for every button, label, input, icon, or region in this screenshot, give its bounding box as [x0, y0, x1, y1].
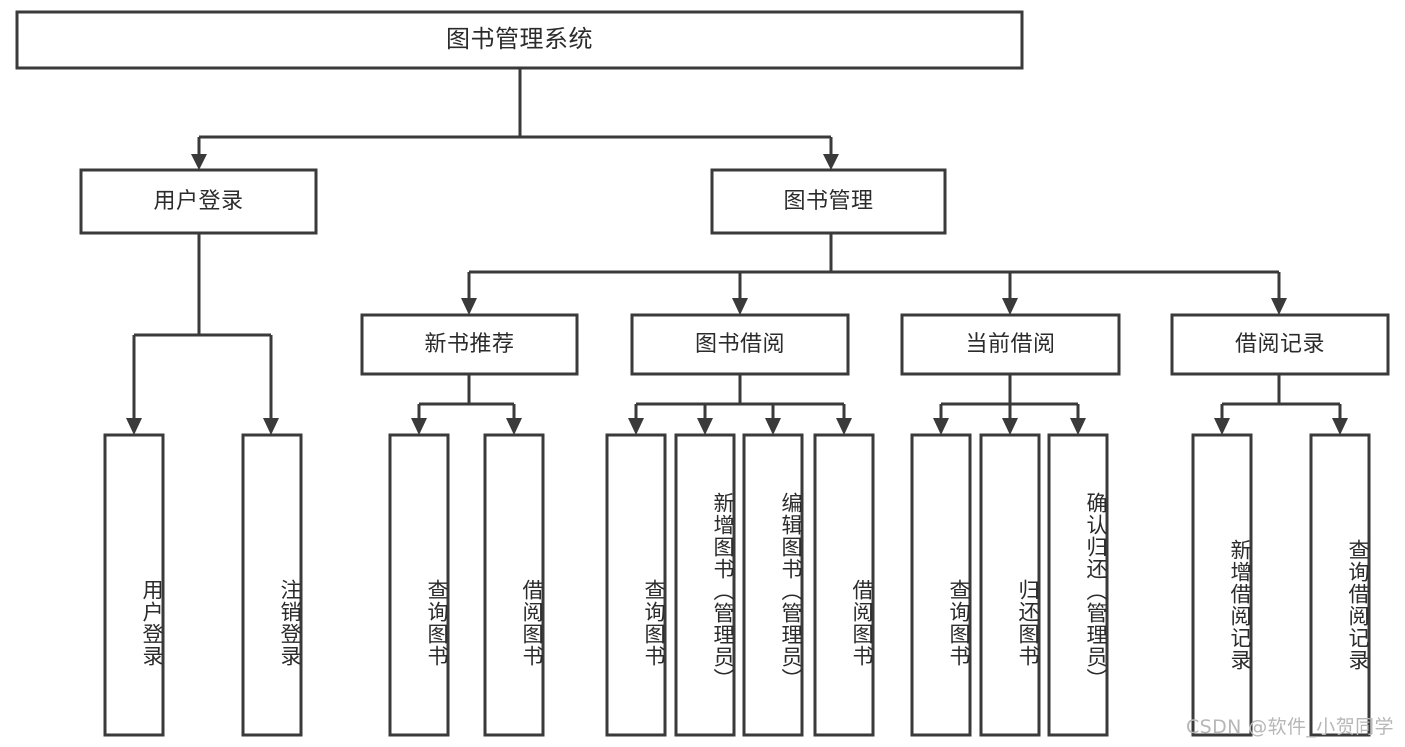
node-box-leaf-query-book-3[interactable] — [910, 433, 972, 737]
node-box-current-borrow[interactable] — [900, 313, 1121, 376]
node-box-book-borrow[interactable] — [630, 313, 850, 376]
node-box-leaf-return-book[interactable] — [979, 433, 1041, 737]
node-box-leaf-edit-book[interactable] — [742, 433, 804, 737]
node-box-user-login[interactable] — [79, 168, 318, 235]
node-box-leaf-borrow-book-1[interactable] — [483, 433, 545, 737]
csdn-watermark: CSDN @软件_小贺同学 — [1186, 716, 1394, 738]
node-box-leaf-query-book-1[interactable] — [388, 433, 450, 737]
node-box-leaf-logout-login[interactable] — [241, 433, 303, 737]
connector-currentborrow-to-leaves — [933, 374, 1086, 435]
node-box-root[interactable] — [15, 10, 1024, 70]
connector-root-to-level2 — [191, 68, 839, 170]
connector-newbook-to-leaves — [411, 374, 522, 435]
connector-borrowrecord-to-leaves — [1214, 374, 1348, 435]
node-box-leaf-add-book[interactable] — [674, 433, 736, 737]
node-box-leaf-confirm-return[interactable] — [1047, 433, 1109, 737]
node-box-leaf-query-book-2[interactable] — [605, 433, 667, 737]
node-box-book-management[interactable] — [710, 168, 947, 235]
connector-userlogin-to-leaves — [126, 233, 279, 435]
connector-bookborrow-to-leaves — [628, 374, 852, 435]
node-box-new-book-recommend[interactable] — [360, 313, 579, 376]
node-box-leaf-user-login[interactable] — [103, 433, 165, 737]
node-box-leaf-query-record[interactable] — [1309, 433, 1371, 737]
connector-bookmgmt-to-level3 — [461, 233, 1287, 315]
node-box-leaf-add-record[interactable] — [1191, 433, 1253, 737]
node-box-leaf-borrow-book-2[interactable] — [813, 433, 875, 737]
node-box-borrow-record[interactable] — [1170, 313, 1390, 376]
